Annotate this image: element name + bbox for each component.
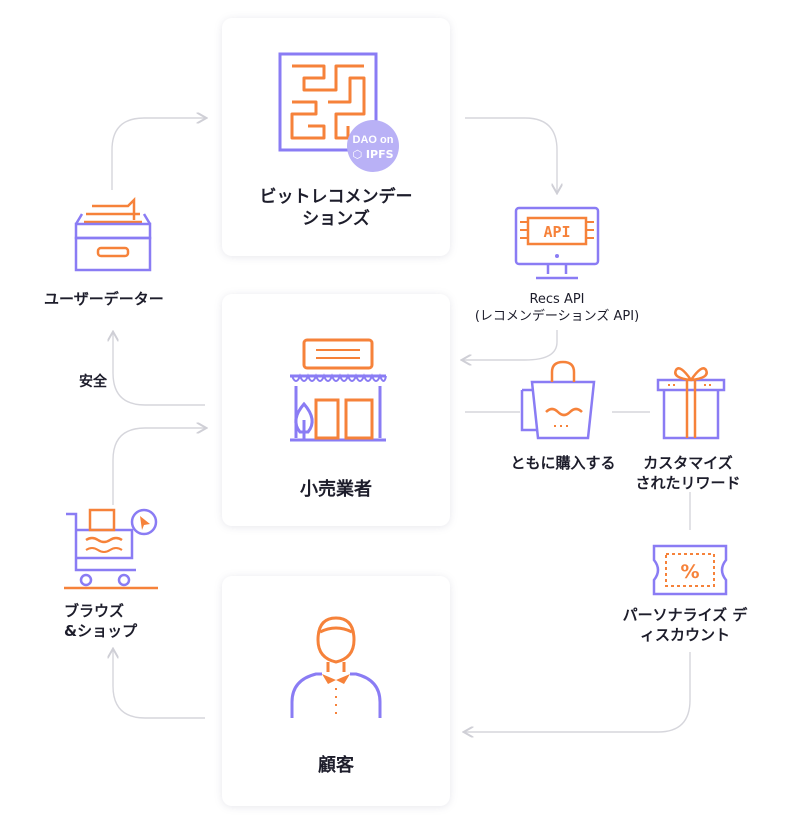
discount-line2: ィスカウント: [639, 625, 730, 644]
storefront-icon: [290, 338, 387, 442]
arrow-customer-to-browse: [113, 650, 205, 719]
discount-label: パーソナライズ デ ィスカウント: [600, 606, 770, 645]
arrow-retailer-to-userdata: [113, 333, 205, 406]
arrow-browse-to-retailer: [112, 428, 205, 505]
custom-reward-label: カスタマイズ されたリワード: [618, 454, 758, 493]
bitrec-title-line2: ションズ: [302, 209, 370, 230]
file-drawer-icon: [74, 196, 152, 272]
maze-icon: DAO on ⬡ IPFS: [278, 52, 399, 172]
bitrec-title: ビットレコメンデー ションズ: [222, 186, 450, 230]
user-data-label: ユーザーデーター: [44, 290, 164, 308]
discount-symbol: %: [680, 561, 699, 583]
custom-reward-line1: カスタマイズ: [643, 454, 733, 472]
bitrec-card: DAO on ⬡ IPFS ビットレコメンデー ションズ: [222, 18, 450, 256]
browse-shop-label: ブラウズ &ショップ: [64, 602, 160, 641]
recs-api-line2: (レコメンデーションズ API): [474, 308, 640, 324]
arrow-api-to-retailer: [463, 330, 558, 360]
discount-line1: パーソナライズ デ: [622, 606, 748, 624]
buy-together-label: ともに購入する: [510, 454, 616, 472]
browse-shop-line1: ブラウズ: [64, 602, 125, 620]
recs-api-label: Recs API (レコメンデーションズ API): [462, 292, 652, 326]
shopping-cart-icon: [64, 508, 158, 590]
customer-label: 顧客: [318, 755, 354, 776]
gift-box-icon: [656, 367, 726, 440]
monitor-api-icon: API: [514, 206, 600, 280]
coupon-icon: %: [652, 544, 728, 596]
arrow-userdata-to-bitrec: [111, 118, 205, 190]
arrow-discount-to-customer: [465, 652, 691, 732]
customer-card: 顧客: [222, 576, 450, 806]
retailer-label: 小売業者: [300, 479, 372, 500]
badge-line1: DAO on: [353, 134, 394, 146]
shopping-bag-icon: [520, 360, 596, 440]
browse-shop-line2: &ショップ: [64, 621, 138, 640]
person-icon: [290, 616, 382, 718]
custom-reward-line2: されたリワード: [635, 473, 741, 492]
bitrec-title-line1: ビットレコメンデー: [259, 187, 413, 207]
badge-line2: ⬡ IPFS: [352, 148, 393, 161]
arrow-bitrec-to-api: [465, 117, 557, 192]
safe-label: 安全: [79, 374, 107, 390]
retailer-card: 小売業者: [222, 294, 450, 526]
api-screen-text: API: [543, 223, 570, 241]
recs-api-line1: Recs API: [529, 292, 585, 307]
